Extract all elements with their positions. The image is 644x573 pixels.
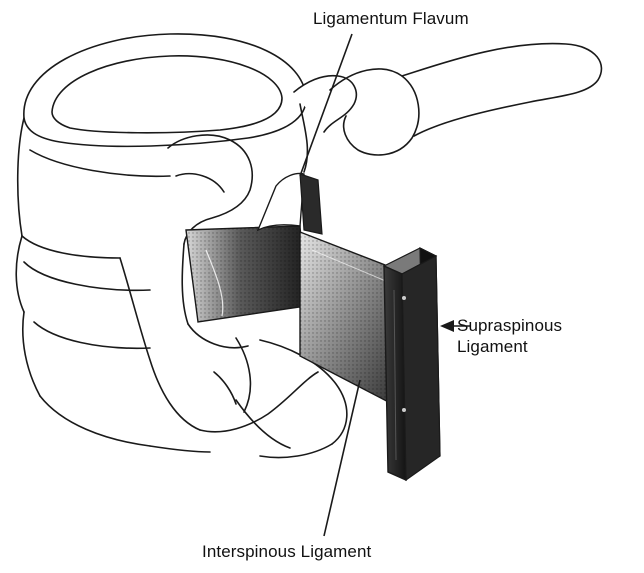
lower-vertebral-body (16, 236, 210, 452)
interspinous-ligament-label: Interspinous Ligament (202, 541, 371, 562)
supraspinous-ligament-label: Supraspinous Ligament (457, 315, 562, 357)
supraspinous-label-line-1: Supraspinous (457, 315, 562, 336)
supraspinous-ligament (384, 248, 440, 480)
supraspinous-label-line-2: Ligament (457, 336, 562, 357)
supraspinous-arrowhead (440, 320, 454, 332)
interspinous-leader-line (324, 380, 360, 536)
ligamentum-flavum-label: Ligamentum Flavum (313, 8, 469, 29)
